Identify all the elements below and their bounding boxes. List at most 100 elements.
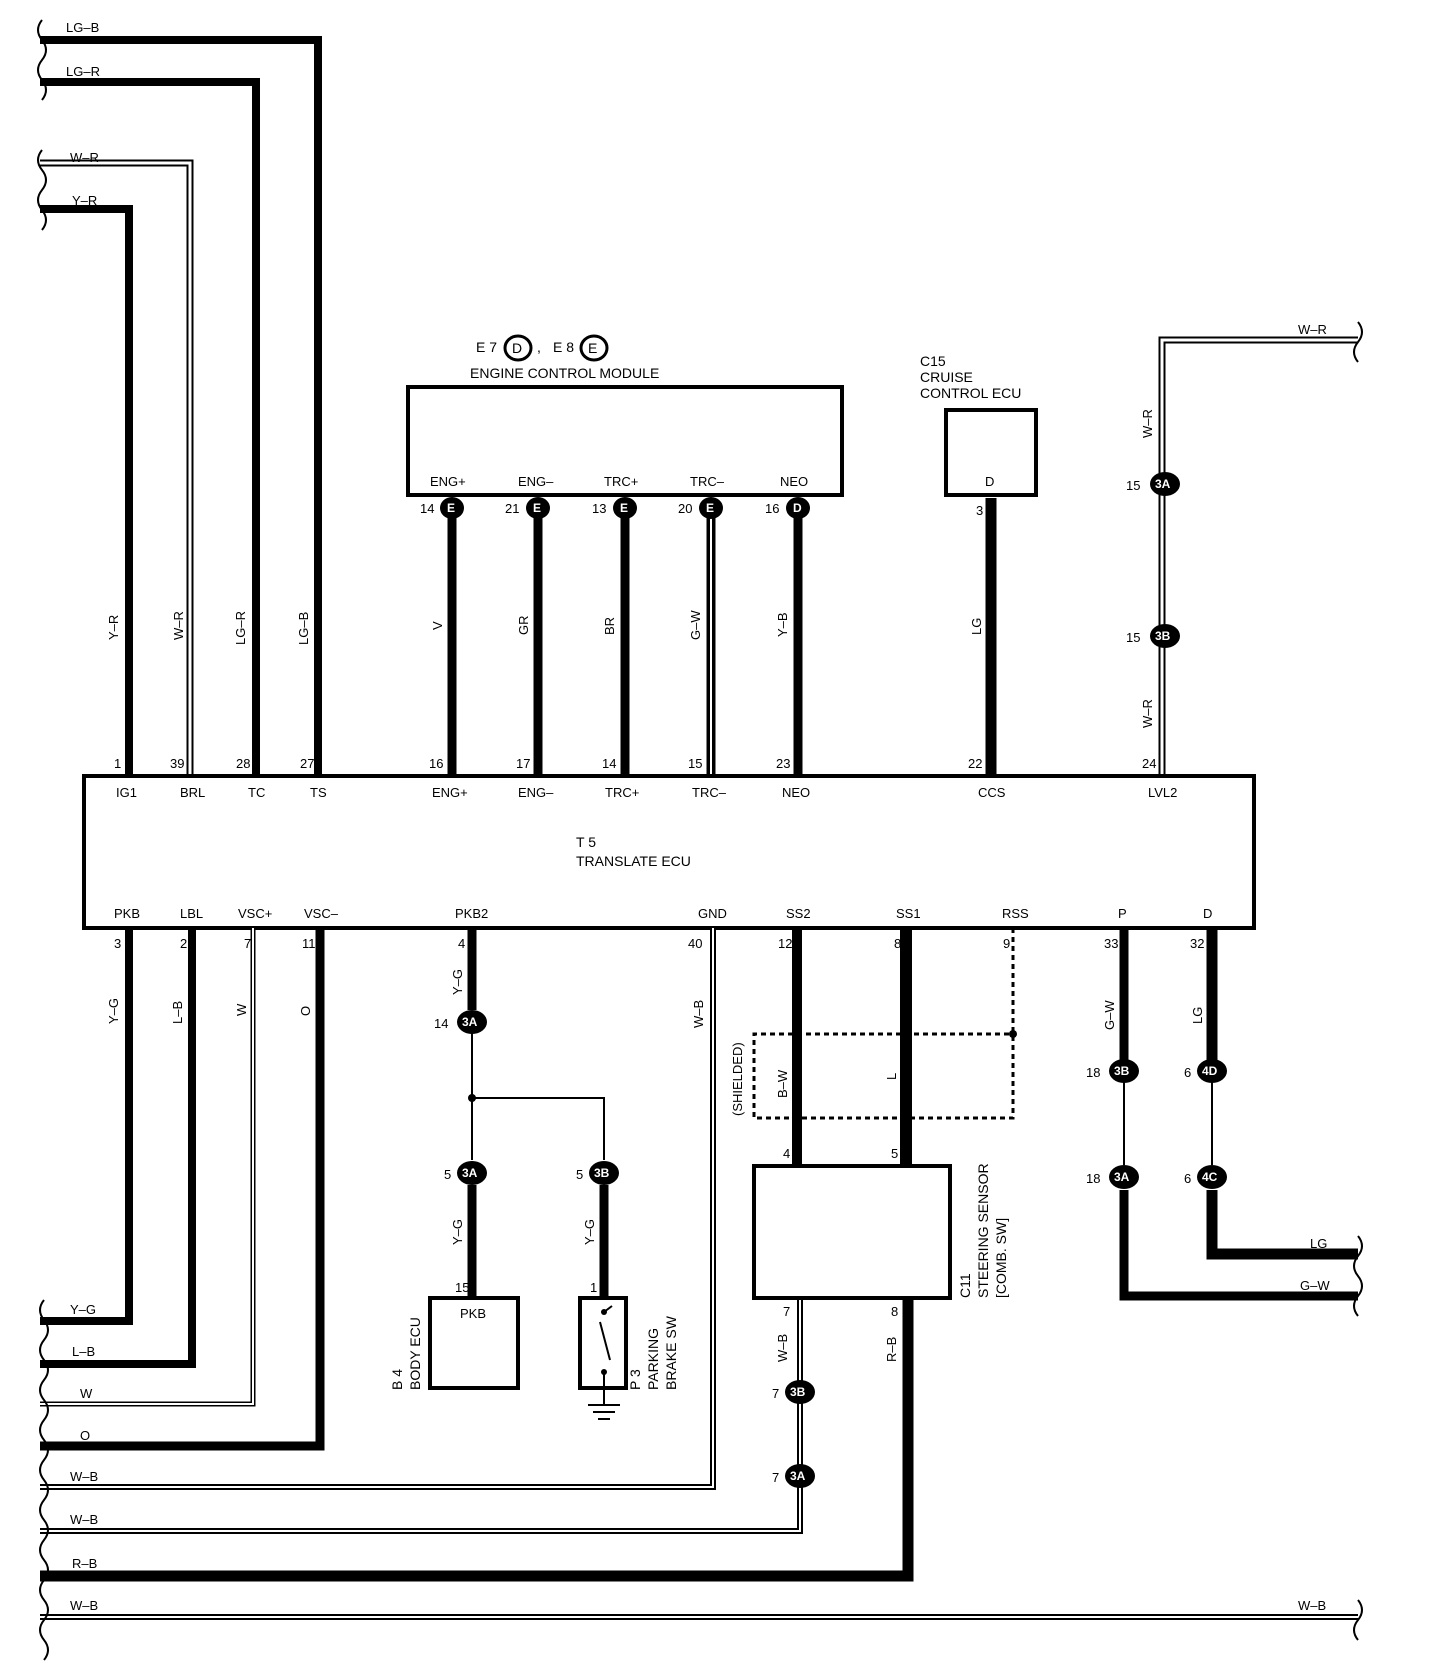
- wire-lg-r: [40, 78, 260, 776]
- svg-text:PKB2: PKB2: [455, 906, 488, 921]
- svg-text:D: D: [793, 501, 802, 515]
- svg-text:GND: GND: [698, 906, 727, 921]
- svg-text:R–B: R–B: [72, 1556, 97, 1571]
- svg-text:W–B: W–B: [70, 1512, 98, 1527]
- svg-text:1: 1: [590, 1280, 597, 1295]
- svg-text:3B: 3B: [1114, 1064, 1130, 1078]
- svg-text:Y–G: Y–G: [450, 1219, 465, 1245]
- svg-text:O: O: [298, 1006, 313, 1016]
- svg-text:6: 6: [1184, 1065, 1191, 1080]
- right-w-r-wire: W–R W–R W–R: [1140, 321, 1363, 776]
- svg-text:L–B: L–B: [170, 1001, 185, 1024]
- svg-text:W: W: [234, 1003, 249, 1016]
- junction-3b-parking: 3B: [589, 1161, 619, 1185]
- svg-text:4: 4: [783, 1146, 790, 1161]
- junction-4d-d: 4D: [1197, 1059, 1227, 1083]
- svg-text:BR: BR: [602, 617, 617, 635]
- svg-text:LVL2: LVL2: [1148, 785, 1177, 800]
- svg-text:Y–G: Y–G: [450, 969, 465, 995]
- svg-text:5: 5: [444, 1167, 451, 1182]
- svg-text:W–R: W–R: [1140, 699, 1155, 728]
- svg-text:PKB: PKB: [460, 1306, 486, 1321]
- left-bottom-wires: [40, 928, 1358, 1620]
- svg-text:TRANSLATE ECU: TRANSLATE ECU: [576, 853, 691, 869]
- svg-text:STEERING SENSOR: STEERING SENSOR: [975, 1163, 991, 1298]
- svg-text:E: E: [533, 501, 541, 515]
- svg-text:B–W: B–W: [775, 1069, 790, 1098]
- svg-text:14: 14: [434, 1016, 448, 1031]
- svg-text:W–R: W–R: [1140, 409, 1155, 438]
- svg-text:14: 14: [420, 501, 434, 516]
- translate-ecu-box: [82, 774, 1256, 930]
- svg-text:15: 15: [1126, 478, 1140, 493]
- wire-y-r: [40, 205, 133, 776]
- svg-text:TRC+: TRC+: [605, 785, 639, 800]
- junction-3a-steering: 3A: [785, 1464, 815, 1488]
- ecm-ref2: E 8: [553, 339, 574, 355]
- svg-text:PKB: PKB: [114, 906, 140, 921]
- svg-text:W–B: W–B: [70, 1469, 98, 1484]
- svg-text:Y–R: Y–R: [106, 615, 121, 640]
- vertical-bottom-wire-labels: Y–G L–B W O W–B: [106, 998, 706, 1028]
- svg-text:TRC–: TRC–: [692, 785, 727, 800]
- junction-3b-top: 3B: [1150, 624, 1180, 648]
- svg-text:7: 7: [244, 936, 251, 951]
- svg-text:G–W: G–W: [1102, 1000, 1117, 1030]
- steering-sensor: (SHIELDED) B–W L 4 5 7 8 C11 STEERING SE…: [730, 928, 1017, 1362]
- ecm-ref: E 7: [476, 339, 497, 355]
- svg-text:5: 5: [576, 1167, 583, 1182]
- svg-text:3B: 3B: [1155, 629, 1171, 643]
- svg-text:W–R: W–R: [171, 611, 186, 640]
- svg-text:23: 23: [776, 756, 790, 771]
- svg-text:O: O: [80, 1428, 90, 1443]
- svg-text:4C: 4C: [1202, 1170, 1218, 1184]
- svg-text:11: 11: [302, 936, 316, 951]
- svg-text:3B: 3B: [790, 1385, 806, 1399]
- svg-text:12: 12: [778, 936, 792, 951]
- left-bottom-wire-labels: Y–G L–B W O W–B W–B R–B W–B W–B: [70, 1302, 1326, 1613]
- svg-text:15: 15: [1126, 630, 1140, 645]
- svg-text:LG–B: LG–B: [296, 612, 311, 645]
- svg-text:LG–R: LG–R: [233, 611, 248, 645]
- svg-text:20: 20: [678, 501, 692, 516]
- svg-text:9: 9: [1003, 936, 1010, 951]
- pkb2-branch: [467, 928, 609, 1300]
- vertical-wire-labels-left: Y–R W–R LG–R LG–B: [106, 611, 311, 645]
- svg-text:CONTROL ECU: CONTROL ECU: [920, 385, 1021, 401]
- svg-text:LBL: LBL: [180, 906, 203, 921]
- svg-text:RSS: RSS: [1002, 906, 1029, 921]
- svg-text:CRUISE: CRUISE: [920, 369, 973, 385]
- ecm-box: [406, 385, 844, 497]
- svg-text:ENG–: ENG–: [518, 474, 554, 489]
- ecm-wires: [447, 508, 803, 776]
- svg-text:P: P: [1118, 906, 1127, 921]
- svg-text:W–R: W–R: [1298, 322, 1327, 337]
- svg-text:Y–B: Y–B: [775, 612, 790, 637]
- svg-text:Y–G: Y–G: [70, 1302, 96, 1317]
- svg-text:BRAKE SW: BRAKE SW: [663, 1315, 679, 1390]
- svg-text:,: ,: [537, 339, 541, 355]
- ecm-connectors: E E E E D: [440, 497, 810, 519]
- svg-text:ENG+: ENG+: [432, 785, 468, 800]
- ecm-wire-labels: V GR BR G–W Y–B: [430, 610, 790, 640]
- wire-label: LG–R: [66, 64, 100, 79]
- svg-text:15: 15: [455, 1280, 469, 1295]
- svg-text:T 5: T 5: [576, 834, 596, 850]
- junction-3a-pkb2: 3A: [457, 1010, 487, 1034]
- svg-text:18: 18: [1086, 1065, 1100, 1080]
- top-pin-numbers: 1 39 28 27 16 17 14 15 23 22 24: [114, 756, 1156, 771]
- svg-text:D: D: [1203, 906, 1212, 921]
- svg-text:14: 14: [602, 756, 616, 771]
- wire-label: LG–B: [66, 20, 99, 35]
- top-pin-labels: IG1 BRL TC TS ENG+ ENG– TRC+ TRC– NEO CC…: [116, 785, 1177, 800]
- wire-label: W–R: [70, 150, 99, 165]
- svg-text:3A: 3A: [462, 1166, 478, 1180]
- svg-text:27: 27: [300, 756, 314, 771]
- body-ecu: 15 PKB B 4 BODY ECU: [389, 1280, 520, 1390]
- wire-w-r: [40, 159, 194, 776]
- svg-text:SS1: SS1: [896, 906, 921, 921]
- svg-text:B 4: B 4: [389, 1369, 405, 1390]
- ecm-conn1: D: [512, 340, 522, 356]
- svg-text:ENG–: ENG–: [518, 785, 554, 800]
